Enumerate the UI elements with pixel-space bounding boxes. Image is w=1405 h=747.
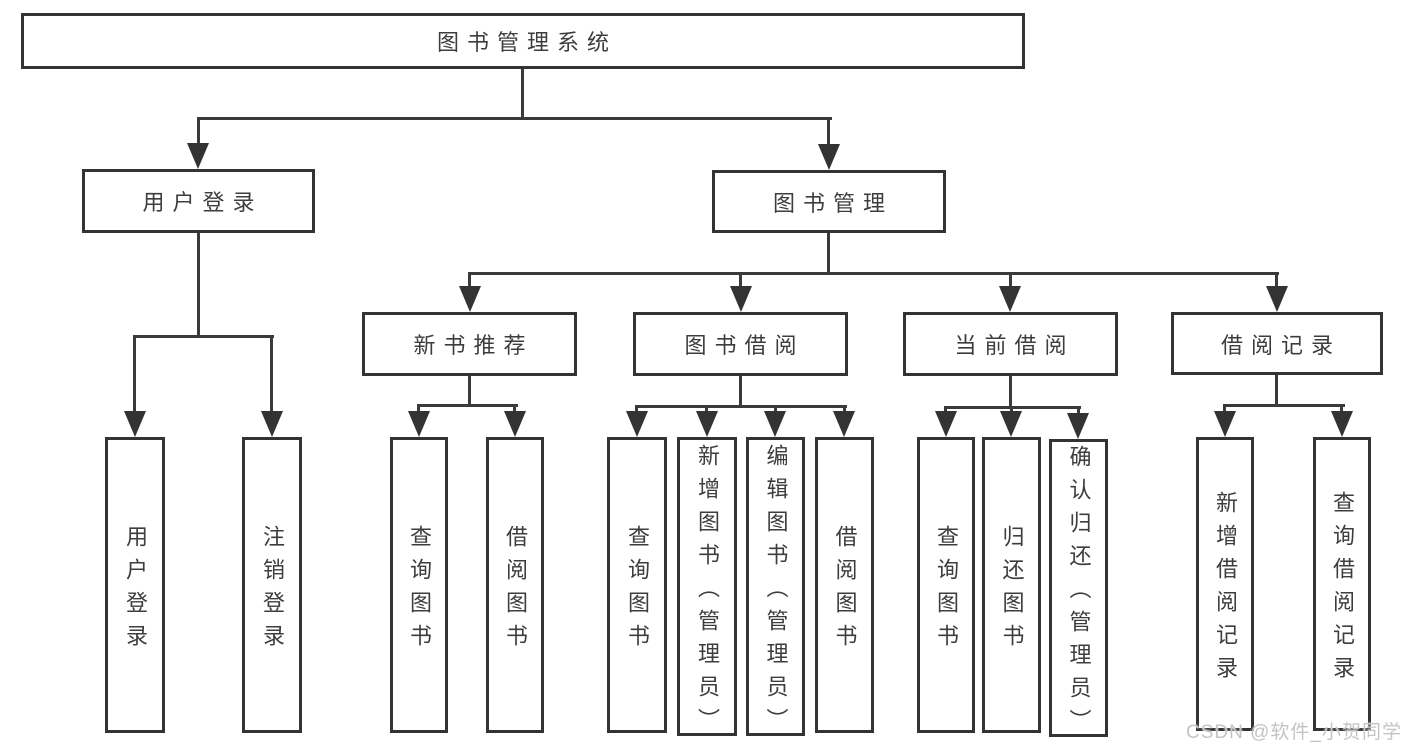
connector-stem [843, 405, 846, 414]
node-label: 查询图书 [625, 524, 650, 657]
connector-stem [1010, 406, 1013, 414]
node-label: 编辑图书（管理员） [763, 443, 789, 741]
connector-stem [1340, 404, 1343, 414]
connector-stem [270, 335, 273, 413]
connector-stem [1223, 404, 1226, 414]
connector-user-login-stem [197, 233, 200, 337]
leaf-query-books-recommend: 查询图书 [390, 437, 448, 733]
arrow-down-icon [696, 411, 718, 437]
arrow-down-icon [833, 411, 855, 437]
arrow-down-icon [459, 286, 481, 312]
connector-stem [1077, 406, 1080, 416]
arrow-down-icon [1331, 411, 1353, 437]
node-label: 新书推荐 [413, 333, 534, 358]
connector-stem [774, 405, 777, 414]
connector-book-mgmt-stem [827, 233, 830, 274]
node-label: 归还图书 [999, 524, 1025, 657]
node-current-borrowing: 当前借阅 [903, 312, 1118, 376]
node-library-management-system: 图书管理系统 [21, 13, 1025, 69]
node-label: 当前借阅 [954, 333, 1075, 358]
node-label: 图书管理系统 [436, 30, 617, 55]
connector-stem [705, 405, 708, 414]
leaf-query-borrow-record: 查询借阅记录 [1313, 437, 1371, 731]
node-label: 查询图书 [934, 524, 959, 657]
node-label: 图书管理 [772, 190, 893, 216]
leaf-edit-books-admin: 编辑图书（管理员） [746, 437, 805, 741]
node-label: 借阅图书 [503, 524, 528, 657]
connector-stem [133, 335, 136, 413]
csdn-watermark: CSDN @软件_小贺同学 [1186, 722, 1402, 743]
arrow-down-icon [1266, 286, 1288, 312]
node-book-borrowing: 图书借阅 [633, 312, 848, 376]
node-label: 查询图书 [407, 524, 432, 657]
connector-root-rail [197, 117, 832, 120]
node-label: 图书借阅 [684, 333, 805, 358]
arrow-down-icon [261, 411, 283, 437]
node-label: 新增借阅记录 [1213, 490, 1238, 689]
leaf-query-books-current: 查询图书 [917, 437, 975, 733]
arrow-down-icon [935, 411, 957, 437]
node-label: 查询借阅记录 [1330, 490, 1355, 689]
connector-stem [944, 406, 947, 414]
connector-stem [635, 405, 638, 414]
connector-book-mgmt-rail [468, 272, 1279, 275]
node-label: 新增图书（管理员） [695, 443, 720, 741]
node-book-management: 图书管理 [712, 170, 946, 233]
arrow-down-icon [408, 411, 430, 437]
connector-stem [468, 272, 471, 288]
arrow-down-icon [626, 411, 648, 437]
connector-user-login-rail [133, 335, 274, 338]
leaf-borrow-books-borrowing: 借阅图书 [815, 437, 874, 733]
connector-stem [1275, 272, 1278, 288]
node-new-book-recommendation: 新书推荐 [362, 312, 577, 376]
node-label: 借阅记录 [1220, 332, 1341, 358]
leaf-borrow-books-recommend: 借阅图书 [486, 437, 544, 733]
connector-root-stem [521, 67, 524, 119]
connector-stem [417, 404, 420, 414]
connector-cur-borrow-stem [1009, 376, 1012, 409]
leaf-logout: 注销登录 [242, 437, 302, 733]
node-label: 注销登录 [260, 524, 285, 657]
connector-book-borrow-rail [635, 405, 847, 408]
arrow-down-icon [1214, 411, 1236, 437]
connector-stem [513, 404, 516, 414]
connector-stem [1009, 272, 1012, 288]
leaf-add-borrow-record: 新增借阅记录 [1196, 437, 1254, 731]
connector-stem [827, 117, 830, 146]
connector-book-borrow-stem [739, 376, 742, 408]
arrow-down-icon [504, 411, 526, 437]
arrow-down-icon [999, 286, 1021, 312]
connector-stem [197, 117, 200, 145]
arrow-down-icon [1067, 413, 1089, 439]
node-label: 用户登录 [142, 190, 263, 215]
connector-new-rec-rail [417, 404, 518, 407]
leaf-query-books-borrowing: 查询图书 [607, 437, 667, 733]
arrow-down-icon [124, 411, 146, 437]
arrow-down-icon [187, 143, 209, 169]
node-user-login: 用户登录 [82, 169, 315, 233]
leaf-confirm-return-admin: 确认归还（管理员） [1049, 439, 1108, 742]
leaf-add-books-admin: 新增图书（管理员） [677, 437, 737, 741]
leaf-return-books: 归还图书 [982, 437, 1041, 733]
arrow-down-icon [1000, 411, 1022, 437]
arrow-down-icon [818, 144, 840, 170]
arrow-down-icon [764, 411, 786, 437]
connector-records-stem [1275, 375, 1278, 407]
connector-new-rec-stem [468, 376, 471, 407]
node-borrowing-records: 借阅记录 [1171, 312, 1383, 375]
node-label: 借阅图书 [832, 524, 858, 657]
arrow-down-icon [730, 286, 752, 312]
connector-stem [739, 272, 742, 288]
leaf-user-login: 用户登录 [105, 437, 165, 733]
node-label: 用户登录 [123, 524, 148, 657]
node-label: 确认归还（管理员） [1066, 445, 1092, 742]
connector-records-rail [1223, 404, 1345, 407]
